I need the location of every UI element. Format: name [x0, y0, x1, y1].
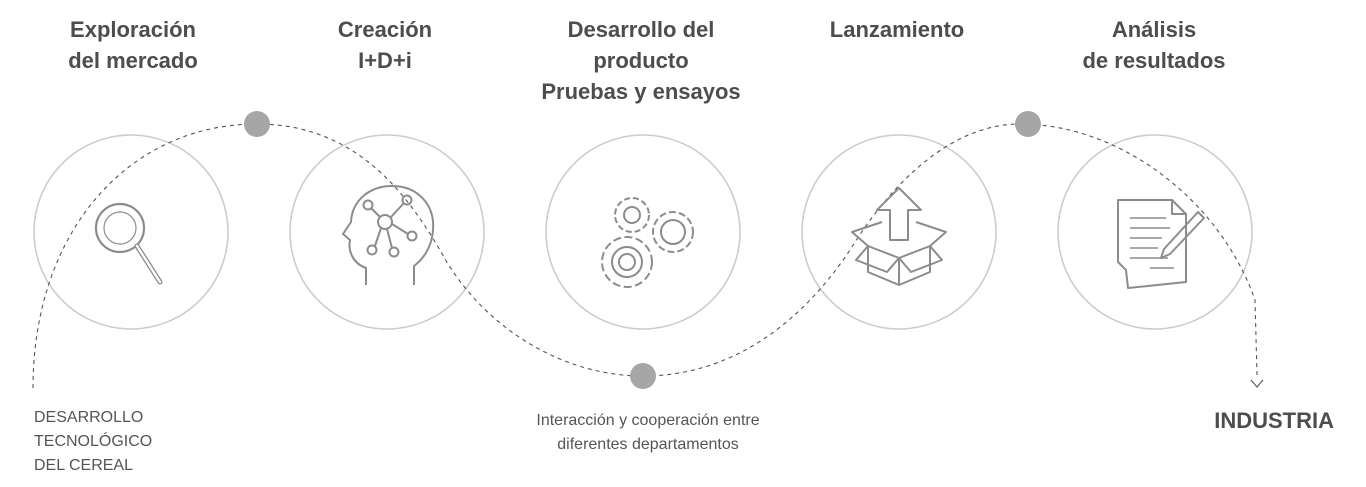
magnifier-icon [94, 202, 163, 285]
title-line: Lanzamiento [829, 17, 965, 42]
title-line: I+D+i [358, 48, 412, 73]
box-upload-icon [851, 187, 947, 286]
stage-title-creacion: Creación I+D+i [255, 14, 515, 76]
stage-circle-1 [33, 134, 229, 330]
title-line: Exploración [70, 17, 196, 42]
start-label-line: DESARROLLO [34, 409, 144, 426]
stage-title-lanzamiento: Lanzamiento [767, 14, 1027, 45]
stage-circle-4 [801, 134, 997, 330]
start-label-line: TECNOLÓGICO [34, 433, 153, 450]
arrow-head-icon [1250, 379, 1264, 388]
title-line: Pruebas y ensayos [541, 79, 741, 104]
flow-dot-2 [630, 363, 656, 389]
title-line: Análisis [1111, 17, 1197, 42]
stage-circle-5 [1057, 134, 1253, 330]
flow-dot-3 [1015, 111, 1041, 137]
middle-label-line: diferentes departamentos [557, 436, 739, 453]
title-line: del mercado [68, 48, 198, 73]
stage-circle-2 [289, 134, 485, 330]
end-label: INDUSTRIA [1214, 408, 1334, 433]
stage-circle-3 [545, 134, 741, 330]
start-label-line: DEL CEREAL [34, 457, 133, 474]
title-line: Creación [337, 17, 433, 42]
middle-label-line: Interacción y cooperación entre [536, 412, 760, 429]
document-pen-icon [1117, 199, 1205, 289]
flow-dashed-path [32, 123, 1258, 389]
start-label: DESARROLLO TECNOLÓGICO DEL CEREAL [34, 406, 152, 478]
stage-title-desarrollo: Desarrollo del producto Pruebas y ensayo… [511, 14, 771, 107]
title-line: de resultados [1082, 48, 1226, 73]
middle-label: Interacción y cooperación entre diferent… [483, 409, 813, 457]
title-line: Desarrollo del [567, 17, 715, 42]
flow-dot-1 [244, 111, 270, 137]
head-network-icon [342, 185, 435, 285]
stage-title-analisis: Análisis de resultados [1024, 14, 1284, 76]
title-line: producto [593, 48, 689, 73]
gears-icon [601, 197, 694, 288]
stage-title-exploracion: Exploración del mercado [3, 14, 263, 76]
